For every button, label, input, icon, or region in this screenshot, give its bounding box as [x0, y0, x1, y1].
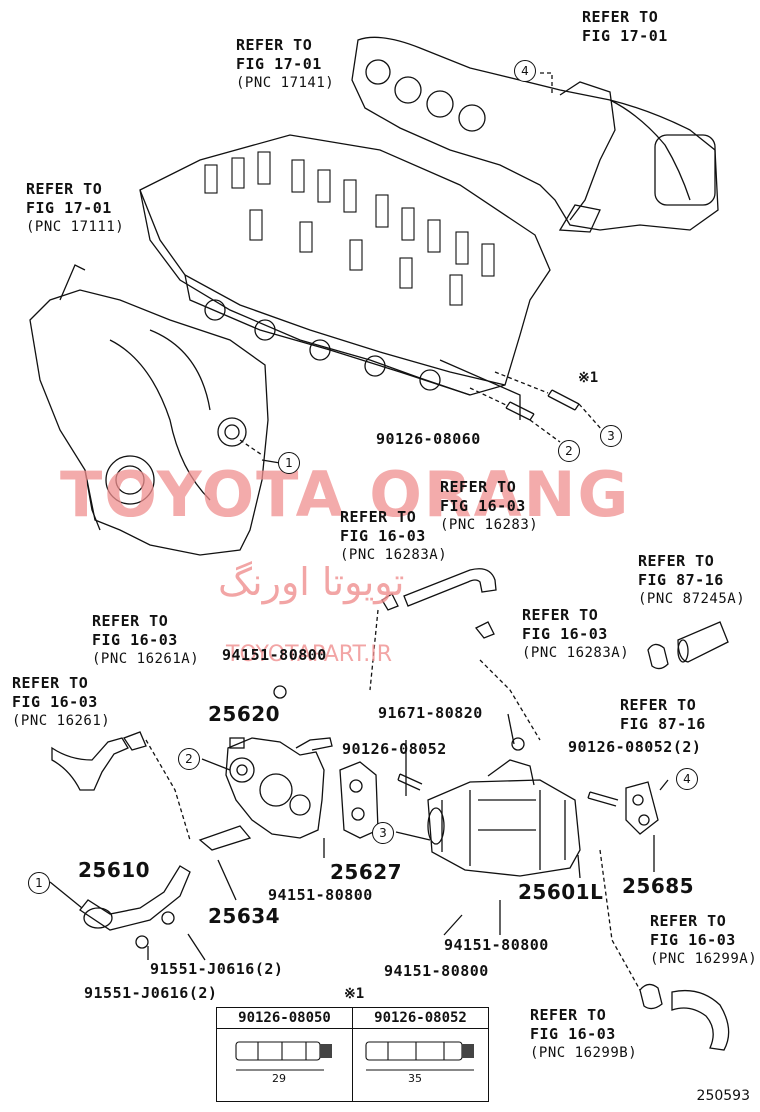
refer-line: REFER TO [236, 36, 313, 54]
refer-fig: FIG 87-16 [638, 571, 724, 589]
part-number-90126-08060[interactable]: 90126-08060 [376, 430, 481, 448]
refer-pnc: (PNC 16261) [12, 713, 111, 729]
refer-line: REFER TO [530, 1006, 607, 1024]
refer-label-87245a[interactable]: REFER TO FIG 87-16 (PNC 87245A) [638, 552, 745, 609]
refer-line: REFER TO [12, 674, 89, 692]
part-number-94151-80800[interactable]: 94151-80800 [444, 936, 549, 954]
part-number-94151-80800[interactable]: 94151-80800 [384, 962, 489, 980]
stud-bolts-drawing [469, 371, 603, 443]
refer-pnc: (PNC 16299A) [650, 951, 758, 967]
callout-2-top: 2 [558, 440, 580, 462]
spec-cell [216, 1028, 353, 1102]
refer-label-17141[interactable]: REFER TO FIG 17-01 (PNC 17141) [236, 36, 334, 93]
refer-label-87-16[interactable]: REFER TO FIG 87-16 [620, 696, 706, 734]
egr-cooler-drawing [427, 659, 641, 991]
refer-label-16261a[interactable]: REFER TO FIG 16-03 (PNC 16261A) [92, 612, 199, 669]
refer-label-16261[interactable]: REFER TO FIG 16-03 (PNC 16261) [12, 674, 110, 731]
refer-label-16283[interactable]: REFER TO FIG 16-03 (PNC 16283) [440, 478, 538, 535]
spec-header: 90126-08050 [216, 1007, 353, 1029]
refer-pnc: (PNC 16283) [440, 517, 539, 533]
figure-number: 250593 [696, 1088, 750, 1104]
refer-pnc: (PNC 16299B) [530, 1045, 638, 1061]
refer-line: REFER TO [638, 552, 715, 570]
refer-fig: FIG 17-01 [26, 199, 112, 217]
refer-fig: FIG 16-03 [522, 625, 608, 643]
hose-16261-drawing [51, 731, 191, 841]
part-25634-label[interactable]: 25634 [208, 904, 281, 928]
refer-fig: FIG 17-01 [236, 55, 322, 73]
part-25610-label[interactable]: 25610 [78, 858, 151, 882]
pipe-25610-drawing [79, 865, 191, 949]
refer-label-16283a-upper[interactable]: REFER TO FIG 16-03 (PNC 16283A) [340, 508, 447, 565]
refer-label-17-01-top[interactable]: REFER TO FIG 17-01 [582, 8, 668, 46]
refer-pnc: (PNC 17111) [26, 219, 125, 235]
refer-fig: FIG 16-03 [530, 1025, 616, 1043]
callout-3: 3 [372, 822, 394, 844]
spec-length-29: 29 [272, 1072, 286, 1085]
callout-4: 4 [676, 768, 698, 790]
spec-header: 90126-08052 [352, 1007, 489, 1029]
gasket-25627-drawing [339, 761, 379, 839]
refer-label-16299b[interactable]: REFER TO FIG 16-03 (PNC 16299B) [530, 1006, 637, 1063]
note-mark: ※1 [578, 370, 599, 386]
refer-pnc: (PNC 17141) [236, 75, 335, 91]
refer-line: REFER TO [582, 8, 659, 26]
part-number-94151-80800[interactable]: 94151-80800 [268, 886, 373, 904]
refer-fig: FIG 16-03 [340, 527, 426, 545]
persian-watermark: تویوتا اورنگ [218, 560, 405, 604]
part-number-90126-08052[interactable]: 90126-08052 [342, 740, 447, 758]
refer-fig: FIG 17-01 [582, 27, 668, 45]
refer-fig: FIG 16-03 [92, 631, 178, 649]
refer-line: REFER TO [340, 508, 417, 526]
part-25601l-label[interactable]: 25601L [518, 880, 604, 904]
refer-line: REFER TO [522, 606, 599, 624]
part-25627-label[interactable]: 25627 [330, 860, 403, 884]
part-number-91671-80820[interactable]: 91671-80820 [378, 704, 483, 722]
refer-fig: FIG 16-03 [440, 497, 526, 515]
refer-pnc: (PNC 16283A) [340, 547, 448, 563]
callout-1: 1 [28, 872, 50, 894]
part-25685-label[interactable]: 25685 [622, 874, 695, 898]
spec-length-35: 35 [408, 1072, 422, 1085]
stud-90126-08052-drawing [397, 773, 423, 791]
part-25620-label[interactable]: 25620 [208, 702, 281, 726]
callout-3-top: 3 [600, 425, 622, 447]
hose-87245a-drawing [647, 621, 729, 670]
callout-1-top: 1 [278, 452, 300, 474]
refer-fig: FIG 16-03 [650, 931, 736, 949]
refer-label-16283a-lower[interactable]: REFER TO FIG 16-03 (PNC 16283A) [522, 606, 629, 663]
cylinder-head-drawing [139, 134, 551, 420]
part-number-91551-j0616[interactable]: 91551-J0616(2) [84, 984, 218, 1002]
spec-cell [352, 1028, 489, 1102]
brand-watermark: TOYOTA ORANG [60, 458, 631, 531]
refer-label-17111[interactable]: REFER TO FIG 17-01 (PNC 17111) [26, 180, 124, 237]
refer-line: REFER TO [620, 696, 697, 714]
refer-line: REFER TO [440, 478, 517, 496]
part-number-90126-08052-qty2[interactable]: 90126-08052(2) [568, 738, 702, 756]
refer-label-16299a[interactable]: REFER TO FIG 16-03 (PNC 16299A) [650, 912, 757, 969]
part-number-94151-80800[interactable]: 94151-80800 [222, 646, 327, 664]
gasket-25685-drawing [625, 781, 659, 835]
stud-spec-table: 90126-08050 90126-08052 [216, 1007, 489, 1102]
site-watermark: TOYOTAPART.IR [226, 642, 393, 667]
intake-manifold-drawing [29, 264, 269, 556]
part-number-91551-j0616[interactable]: 91551-J0616(2) [150, 960, 284, 978]
refer-line: REFER TO [650, 912, 727, 930]
hose-16299-drawing [639, 983, 730, 1051]
refer-pnc: (PNC 16283A) [522, 645, 630, 661]
exhaust-manifold-drawing [351, 36, 719, 233]
refer-fig: FIG 87-16 [620, 715, 706, 733]
hose-16283-drawing [369, 568, 497, 691]
table-note-mark: ※1 [344, 986, 365, 1002]
refer-pnc: (PNC 87245A) [638, 591, 746, 607]
refer-pnc: (PNC 16261A) [92, 651, 200, 667]
callout-2: 2 [178, 748, 200, 770]
refer-line: REFER TO [26, 180, 103, 198]
callout-4-top: 4 [514, 60, 536, 82]
refer-line: REFER TO [92, 612, 169, 630]
refer-fig: FIG 16-03 [12, 693, 98, 711]
